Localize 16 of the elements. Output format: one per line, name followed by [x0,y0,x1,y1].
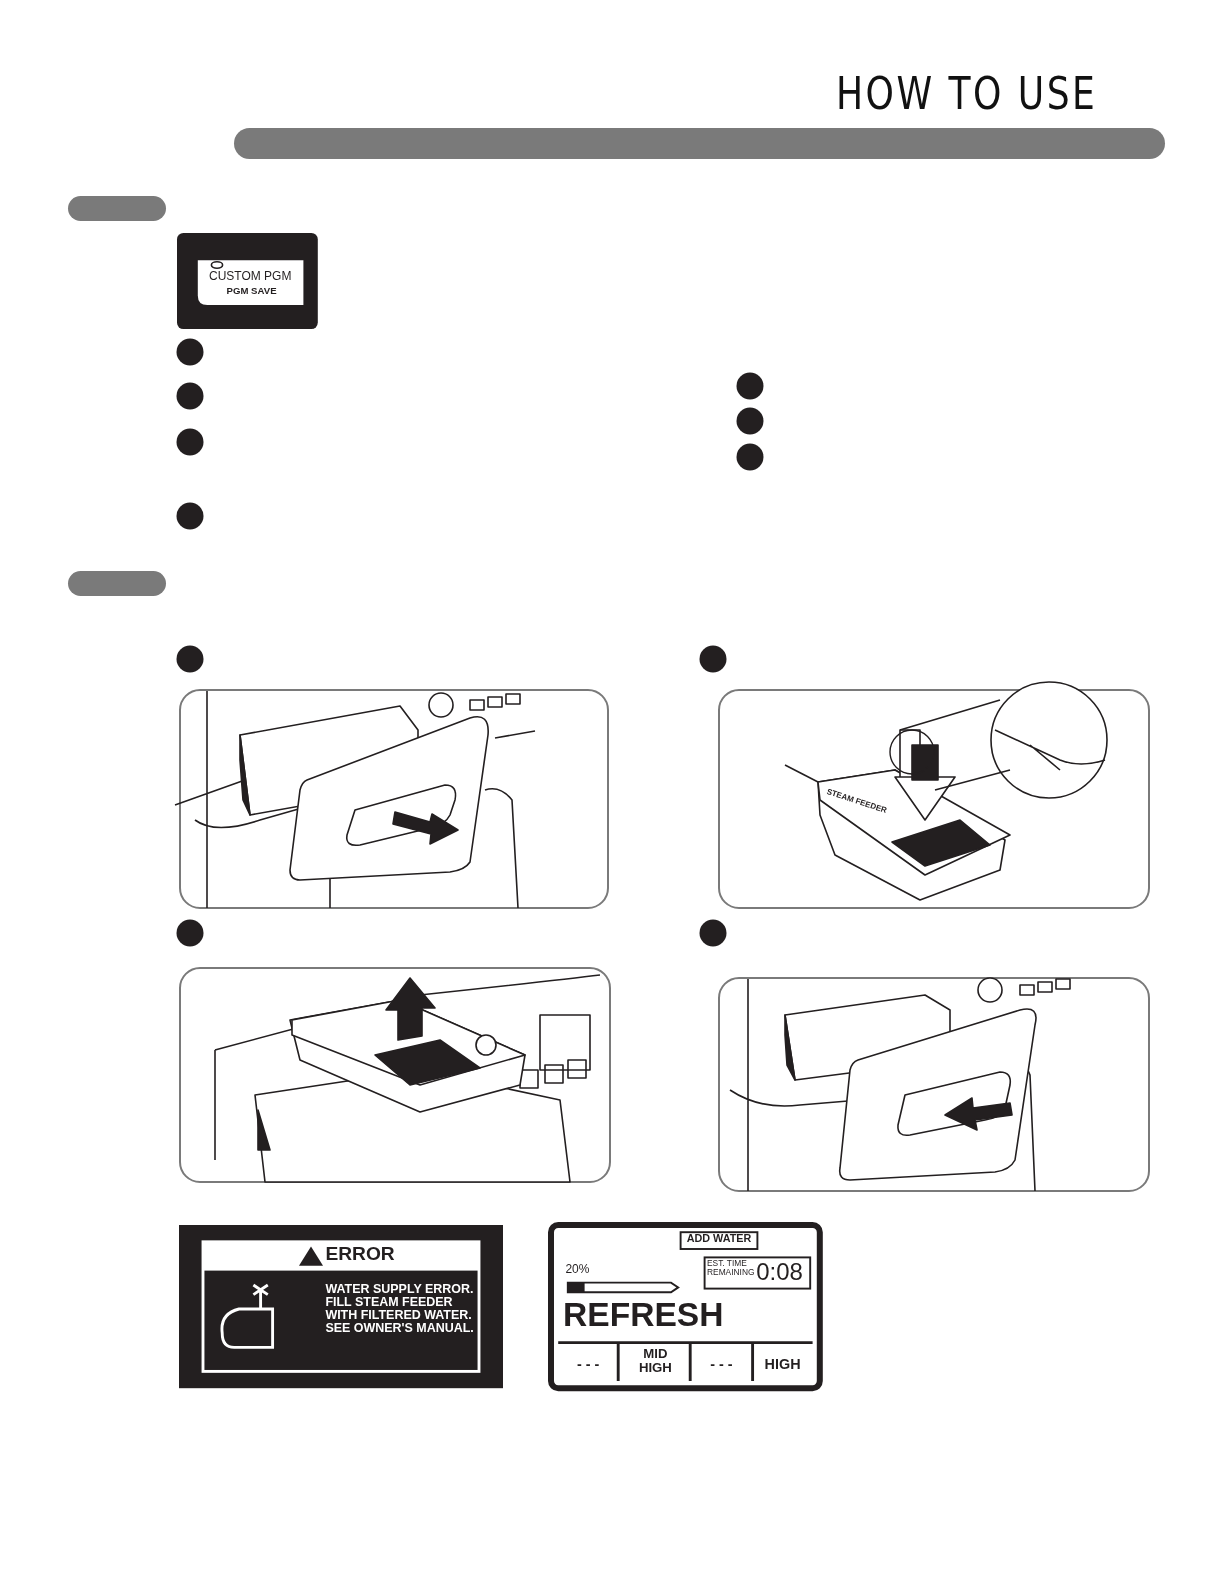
option-value: - - - [709,1357,734,1373]
screen-heading: ERROR [325,1244,396,1265]
button-sublabel: PGM SAVE [226,285,278,296]
screen-message: WATER SUPPLY ERROR. FILL STEAM FEEDER WITH FILTERED WATER. SEE OWNER'S MANUAL. [325,1282,475,1335]
option-value: HIGH [763,1357,802,1373]
page-title: HOW TO USE [836,68,1098,119]
cycle-name: REFRESH [563,1297,725,1333]
screen-status: ADD WATER [685,1233,753,1245]
time-value: 0:08 [756,1258,804,1284]
button-label: CUSTOM PGM [209,269,293,283]
time-caption: EST. TIME REMAINING [707,1259,755,1277]
option-value: MID HIGH [637,1347,673,1376]
progress-value: 20% [565,1263,591,1276]
section-tab [68,571,166,596]
section-tab [68,196,166,221]
option-value: - - - [576,1357,601,1373]
